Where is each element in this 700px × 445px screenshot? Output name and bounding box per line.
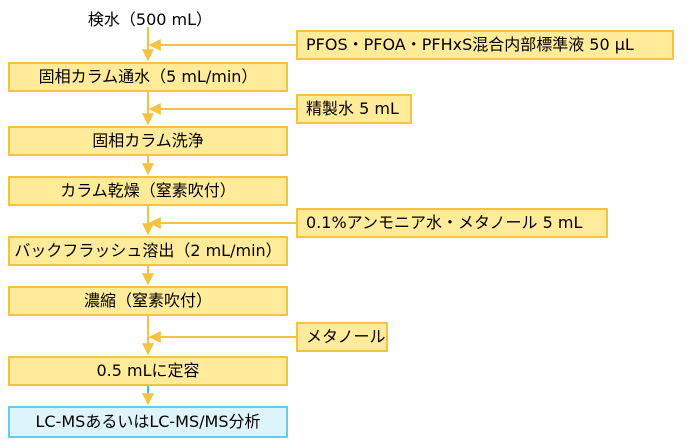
sample-label: 検水（500 mL） [87,10,213,29]
step-final-analysis: LC-MSあるいはLC-MS/MS分析 [8,406,288,438]
addition-purified-water: 精製水 5 mL [296,94,412,124]
step-backflush-elution: バックフラッシュ溶出（2 mL/min） [8,236,288,266]
addition-ammonia-methanol: 0.1%アンモニア水・メタノール 5 mL [296,208,608,238]
step-volume-adjust: 0.5 mLに定容 [8,356,288,386]
step-column-dry: カラム乾燥（窒素吹付） [8,176,288,206]
addition-methanol: メタノール [296,322,388,352]
step-concentration: 濃縮（窒素吹付） [8,286,288,316]
addition-internal-standard: PFOS・PFOA・PFHxS混合内部標準液 50 μL [296,30,674,60]
step-column-loading: 固相カラム通水（5 mL/min） [8,62,288,92]
step-column-wash: 固相カラム洗浄 [8,126,288,156]
